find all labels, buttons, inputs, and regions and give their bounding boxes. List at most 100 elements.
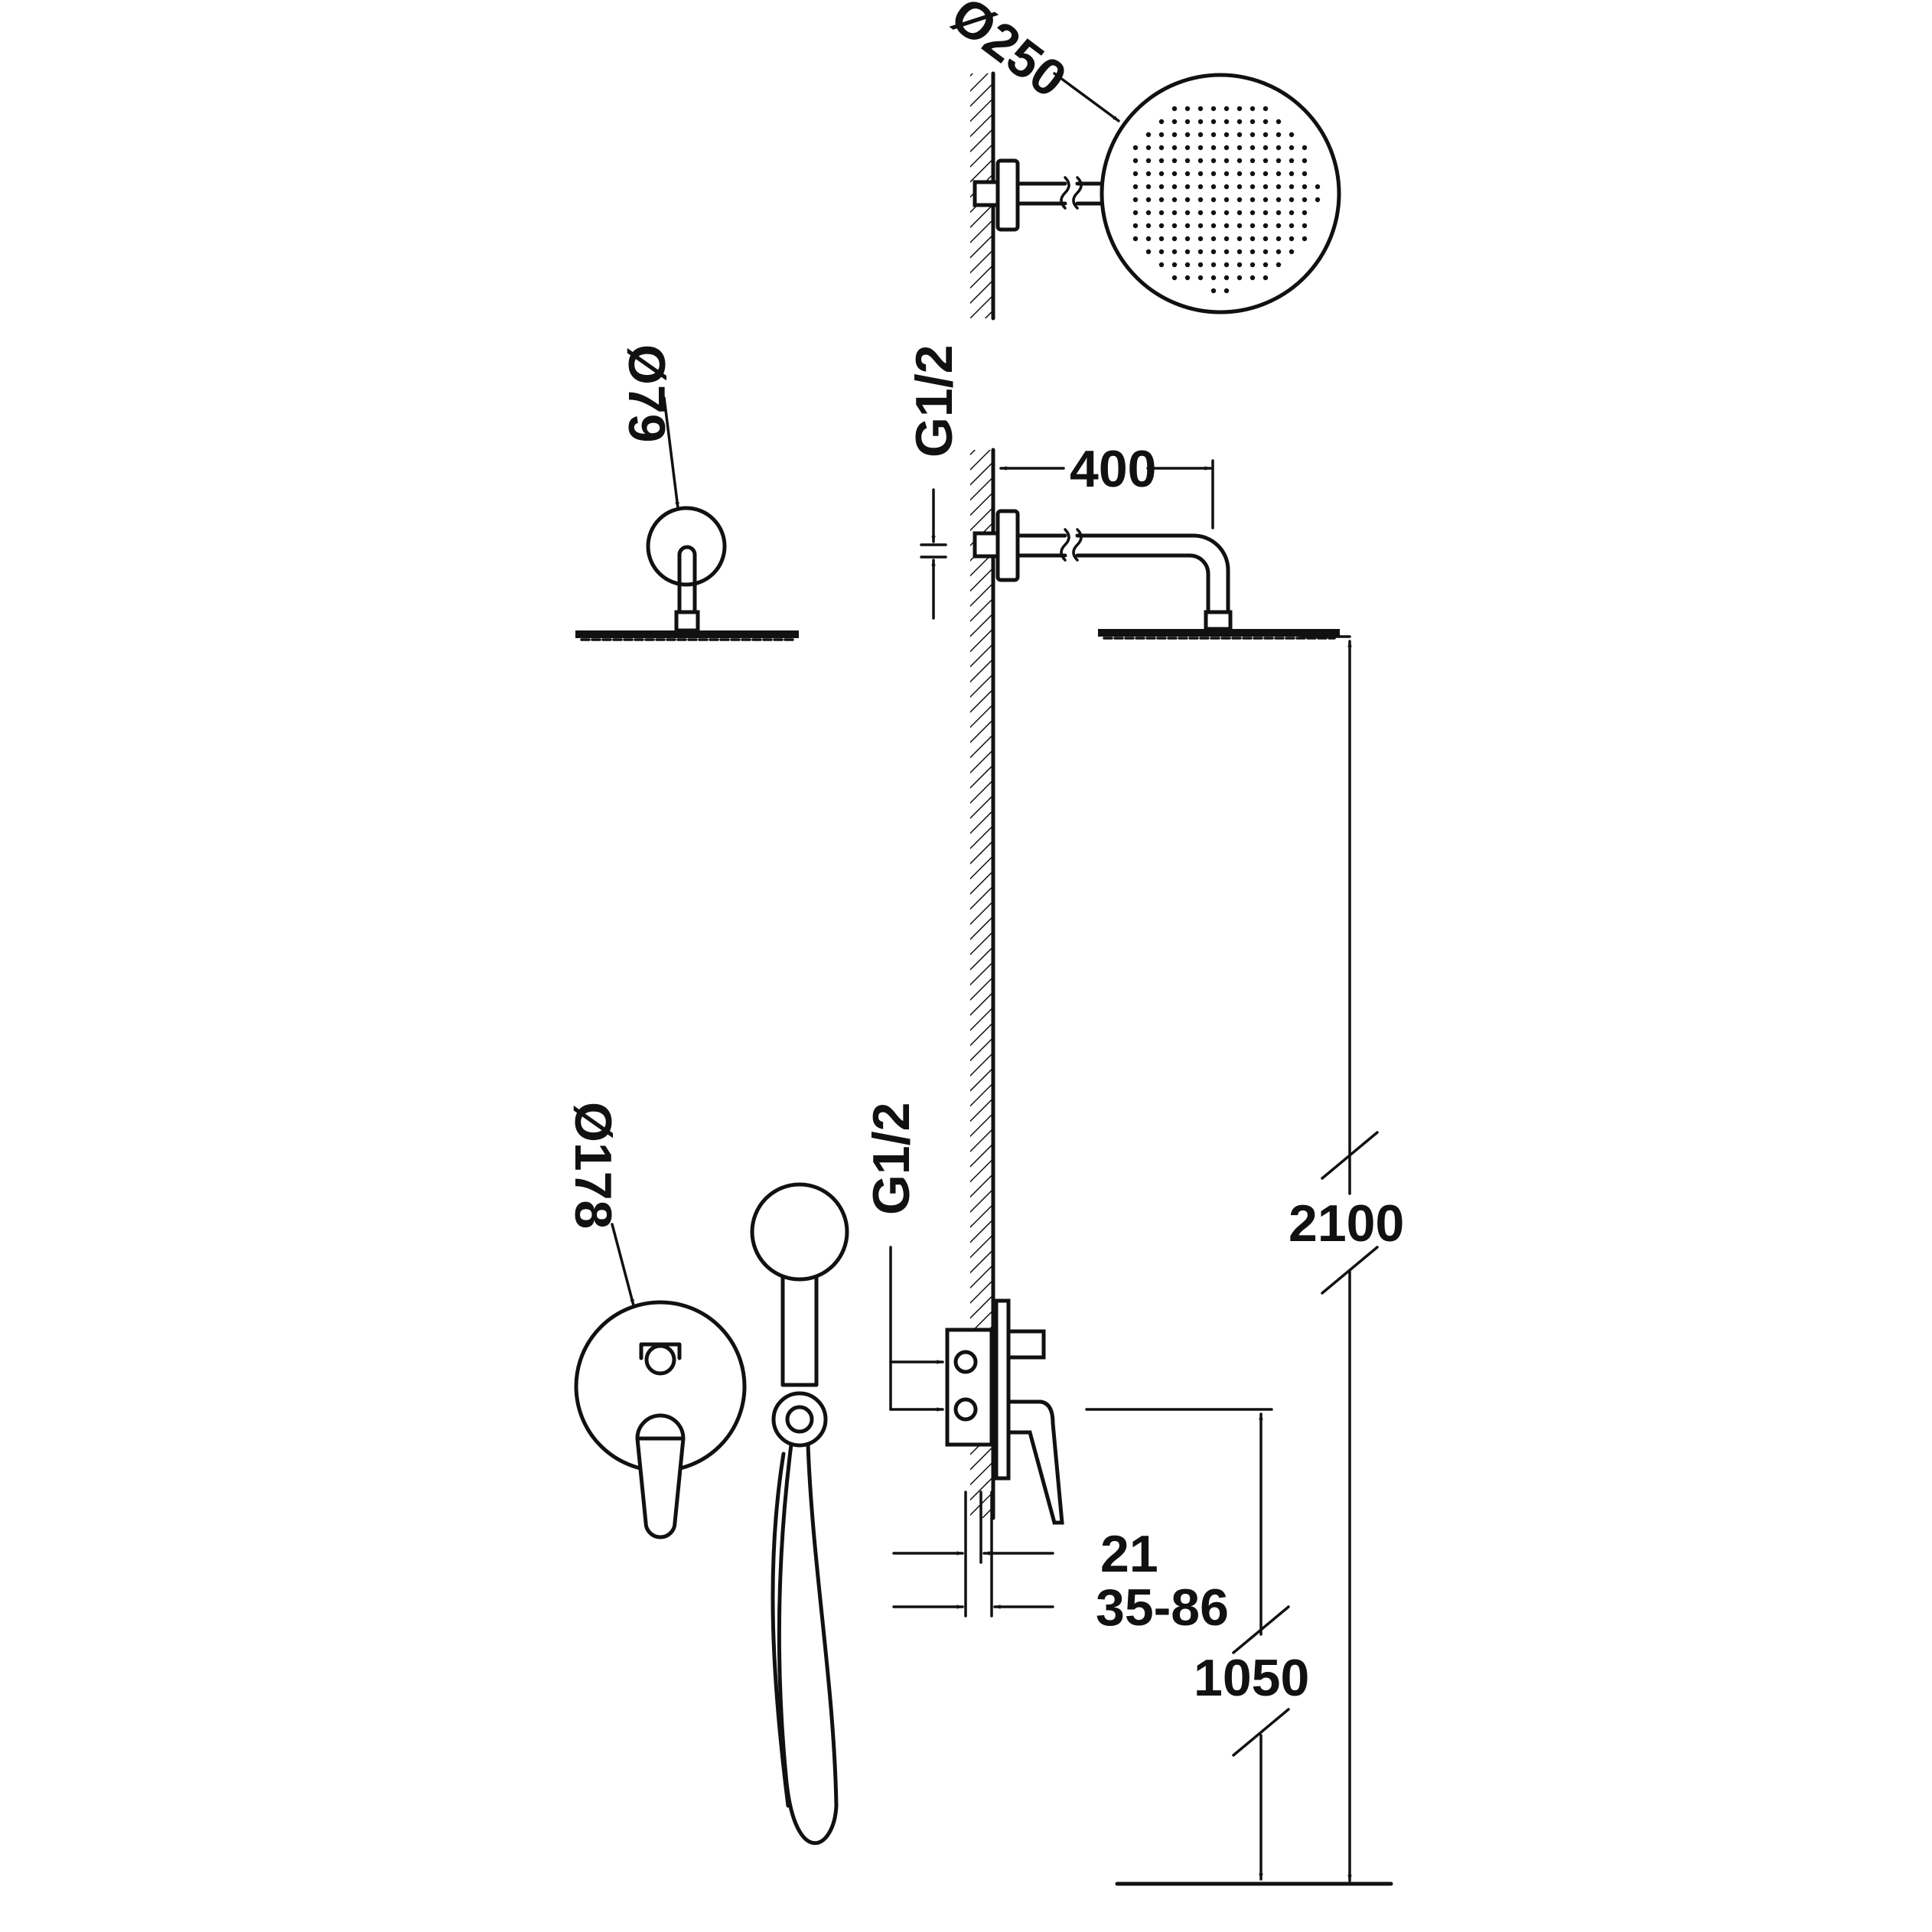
- nozzle-dot: [1276, 223, 1282, 229]
- wall-flange-diameter-label: Ø79: [617, 344, 676, 443]
- nozzle-dot: [1184, 210, 1191, 216]
- nozzle-dot: [1223, 249, 1230, 255]
- nozzle-dot: [1210, 145, 1217, 151]
- nozzle-dot: [1210, 223, 1217, 229]
- nozzle-dot: [1158, 184, 1165, 190]
- nozzle-dot: [1184, 145, 1191, 151]
- nozzle-dot: [1210, 210, 1217, 216]
- hand-shower-head: [750, 1182, 849, 1282]
- hand-shower-holder: [771, 1391, 828, 1448]
- nozzle-dot: [1184, 249, 1191, 255]
- rain-head-nozzles: [1132, 106, 1321, 294]
- nozzle-dot: [1210, 171, 1217, 177]
- nozzle-dot: [1302, 236, 1308, 242]
- nozzle-dot: [1236, 184, 1243, 190]
- nozzle-dot: [1223, 106, 1230, 112]
- nozzle-dot: [1158, 197, 1165, 203]
- nozzle-dot: [1132, 223, 1139, 229]
- nozzle-dot: [1171, 197, 1178, 203]
- nozzle-dot: [1236, 223, 1243, 229]
- front-view-arm-flange: Ø79: [575, 344, 799, 641]
- nozzle-dot: [1145, 132, 1152, 138]
- nozzle-dot: [1276, 119, 1282, 125]
- nozzle-dot: [1223, 119, 1230, 125]
- nozzle-dot: [1236, 262, 1243, 268]
- nozzle-dot: [1145, 210, 1152, 216]
- nozzle-dot: [1210, 106, 1217, 112]
- nozzle-dot: [1289, 210, 1295, 216]
- nozzle-dot: [1262, 119, 1269, 125]
- nozzle-dot: [1184, 262, 1191, 268]
- wall-flange-top: [995, 158, 1020, 232]
- nozzle-dot: [1197, 262, 1204, 268]
- nozzle-dot: [1158, 262, 1165, 268]
- nozzle-dot: [1158, 145, 1165, 151]
- nozzle-dot: [1132, 197, 1139, 203]
- inlet-bottom: [953, 1397, 978, 1422]
- nozzle-dot: [1223, 197, 1230, 203]
- nozzle-dot: [1289, 132, 1295, 138]
- mixer-side-view: G1/2 1050 21 35-86: [862, 1103, 1309, 1881]
- nozzle-dot: [1236, 158, 1243, 164]
- nozzle-dot: [1184, 275, 1191, 281]
- nozzle-dot: [1184, 197, 1191, 203]
- nozzle-dot: [1262, 145, 1269, 151]
- nozzle-dot: [1249, 210, 1256, 216]
- nozzle-dot: [1262, 132, 1269, 138]
- nozzle-dot: [1276, 132, 1282, 138]
- nozzle-dot: [1223, 223, 1230, 229]
- nozzle-dot: [1262, 171, 1269, 177]
- rain-head-diameter-label: Ø250: [940, 0, 1077, 109]
- nozzle-dot: [1210, 197, 1217, 203]
- nozzle-dot: [1289, 249, 1295, 255]
- nozzle-dot: [1302, 158, 1308, 164]
- nozzle-dot: [1249, 132, 1256, 138]
- nozzle-dot: [1158, 210, 1165, 216]
- nozzle-dot: [1302, 197, 1308, 203]
- nozzle-dot: [1236, 210, 1243, 216]
- nozzle-dot: [1249, 106, 1256, 112]
- nozzle-dot: [1158, 236, 1165, 242]
- nozzle-dot: [1276, 249, 1282, 255]
- nozzle-dot: [1145, 171, 1152, 177]
- nozzle-dot: [1197, 275, 1204, 281]
- nozzle-dot: [1262, 158, 1269, 164]
- nozzle-dot: [1145, 145, 1152, 151]
- nozzle-dot: [1158, 119, 1165, 125]
- nozzle-dot: [1145, 249, 1152, 255]
- nozzle-dot: [1223, 171, 1230, 177]
- nozzle-dot: [1302, 145, 1308, 151]
- mixer-front-view: Ø178: [564, 1102, 747, 1539]
- nozzle-dot: [1236, 275, 1243, 281]
- nozzle-dot: [1249, 249, 1256, 255]
- nozzle-dot: [1158, 171, 1165, 177]
- nozzle-dot: [1262, 262, 1269, 268]
- nozzle-dot: [1184, 158, 1191, 164]
- nozzle-dot: [1184, 132, 1191, 138]
- nozzle-dot: [1289, 197, 1295, 203]
- nozzle-dot: [1171, 236, 1178, 242]
- nozzle-dot: [1184, 119, 1191, 125]
- nozzle-dot: [1249, 145, 1256, 151]
- shower-hose: [777, 1442, 839, 1846]
- nozzle-dot: [1302, 171, 1308, 177]
- nozzle-dot: [1302, 223, 1308, 229]
- nozzle-dot: [1249, 223, 1256, 229]
- nozzle-dot: [1236, 249, 1243, 255]
- nozzle-dot: [1197, 106, 1204, 112]
- nozzle-dot: [1197, 184, 1204, 190]
- nozzle-dot: [1315, 184, 1321, 190]
- nozzle-dot: [1249, 158, 1256, 164]
- nozzle-dot: [1236, 197, 1243, 203]
- mixer-lever-side: [1006, 1399, 1064, 1525]
- nozzle-dot: [1158, 249, 1165, 255]
- mixer-thread-label: G1/2: [862, 1103, 920, 1215]
- head-connector-side: [1204, 610, 1233, 631]
- nozzle-dot: [1210, 236, 1217, 242]
- nozzle-dot: [1145, 236, 1152, 242]
- nozzle-dot: [1236, 132, 1243, 138]
- head-height-label: 2100: [1289, 1194, 1404, 1253]
- nozzle-dot: [1262, 184, 1269, 190]
- nozzle-dot: [1276, 210, 1282, 216]
- nozzle-dot: [1249, 171, 1256, 177]
